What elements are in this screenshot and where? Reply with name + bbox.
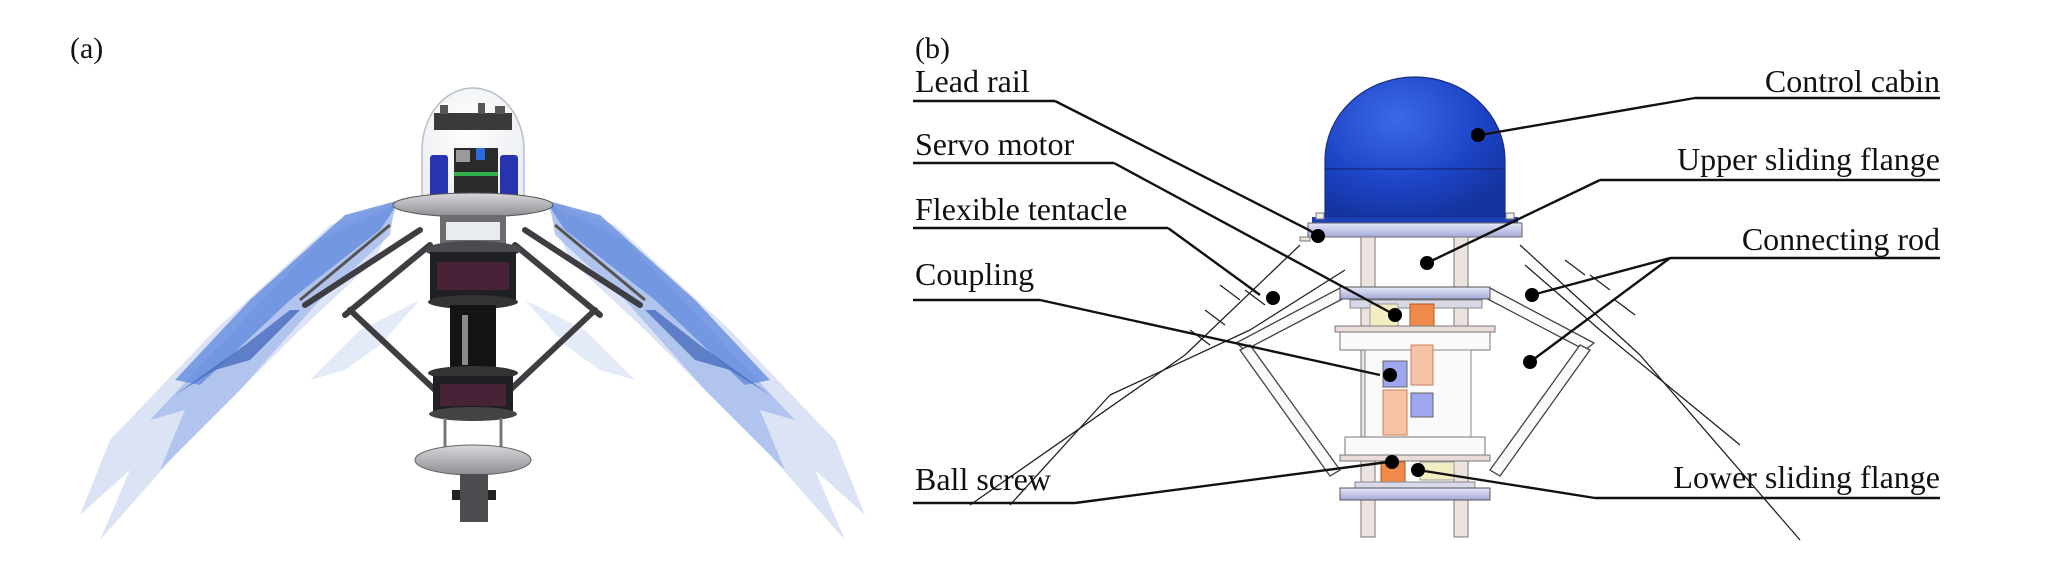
top-plate [392, 192, 554, 218]
callout-dot [1471, 128, 1485, 142]
robot-render [80, 87, 865, 540]
callout-dot [1523, 355, 1537, 369]
callout-connecting-rod: Connecting rod [1523, 221, 1940, 369]
callout-label: Connecting rod [1742, 221, 1940, 257]
callout-dot [1525, 288, 1539, 302]
callout-dot [1385, 455, 1399, 469]
callout-label: Lower sliding flange [1673, 459, 1940, 495]
callout-leader-line [1426, 178, 1601, 265]
callout-dot [1266, 291, 1280, 305]
callout-label: Servo motor [915, 126, 1074, 162]
callout-label: Control cabin [1765, 63, 1940, 99]
callout-dot [1388, 308, 1402, 322]
callout-leader-line [1531, 256, 1671, 297]
callout-flexible-tentacle: Flexible tentacle [913, 191, 1280, 305]
callout-label: Upper sliding flange [1677, 141, 1940, 177]
callout-leader-line [1167, 227, 1261, 296]
bottom-assembly [414, 418, 532, 522]
callout-label: Coupling [915, 256, 1034, 292]
callout-upper-sliding-flange: Upper sliding flange [1420, 141, 1940, 270]
callout-leader-line [1479, 96, 1696, 137]
callout-coupling: Coupling [913, 256, 1397, 382]
callout-lead-rail: Lead rail [913, 63, 1325, 243]
callout-lower-sliding-flange: Lower sliding flange [1411, 459, 1940, 500]
callout-dot [1411, 463, 1425, 477]
callout-leader-line [1113, 161, 1396, 317]
callout-label: Flexible tentacle [915, 191, 1127, 227]
tentacle-ribs [299, 223, 646, 302]
left-tentacles [80, 200, 420, 540]
callout-label: Lead rail [915, 63, 1030, 99]
callout-leader-line [1039, 298, 1381, 377]
robot-struts [302, 227, 643, 393]
callout-dot [1311, 229, 1325, 243]
tentacle-outline-right [1519, 244, 1801, 541]
glass-dome [421, 87, 525, 206]
actuator-frame [1334, 299, 1496, 489]
central-body [425, 215, 521, 421]
control-cabin-body [1307, 76, 1523, 238]
panel-b-label: (b) [915, 32, 950, 65]
callout-ball-screw: Ball screw [913, 455, 1399, 505]
callout-leader-line [1074, 460, 1389, 505]
right-tentacles [525, 200, 865, 540]
callout-control-cabin: Control cabin [1471, 63, 1940, 142]
panel-a-label: (a) [70, 32, 103, 65]
callout-dot [1420, 256, 1434, 270]
lower-flange-body [1339, 487, 1491, 501]
callout-leader-line [1417, 468, 1596, 500]
upper-flange-body [1339, 286, 1491, 300]
callout-dot [1383, 368, 1397, 382]
callout-leader-line [1529, 257, 1671, 363]
panel-a: (a) [70, 32, 865, 540]
callout-servo-motor: Servo motor [913, 126, 1402, 322]
callout-label: Ball screw [915, 461, 1051, 497]
structure-drawing [969, 76, 1801, 541]
panel-b: (b) [913, 32, 1940, 541]
